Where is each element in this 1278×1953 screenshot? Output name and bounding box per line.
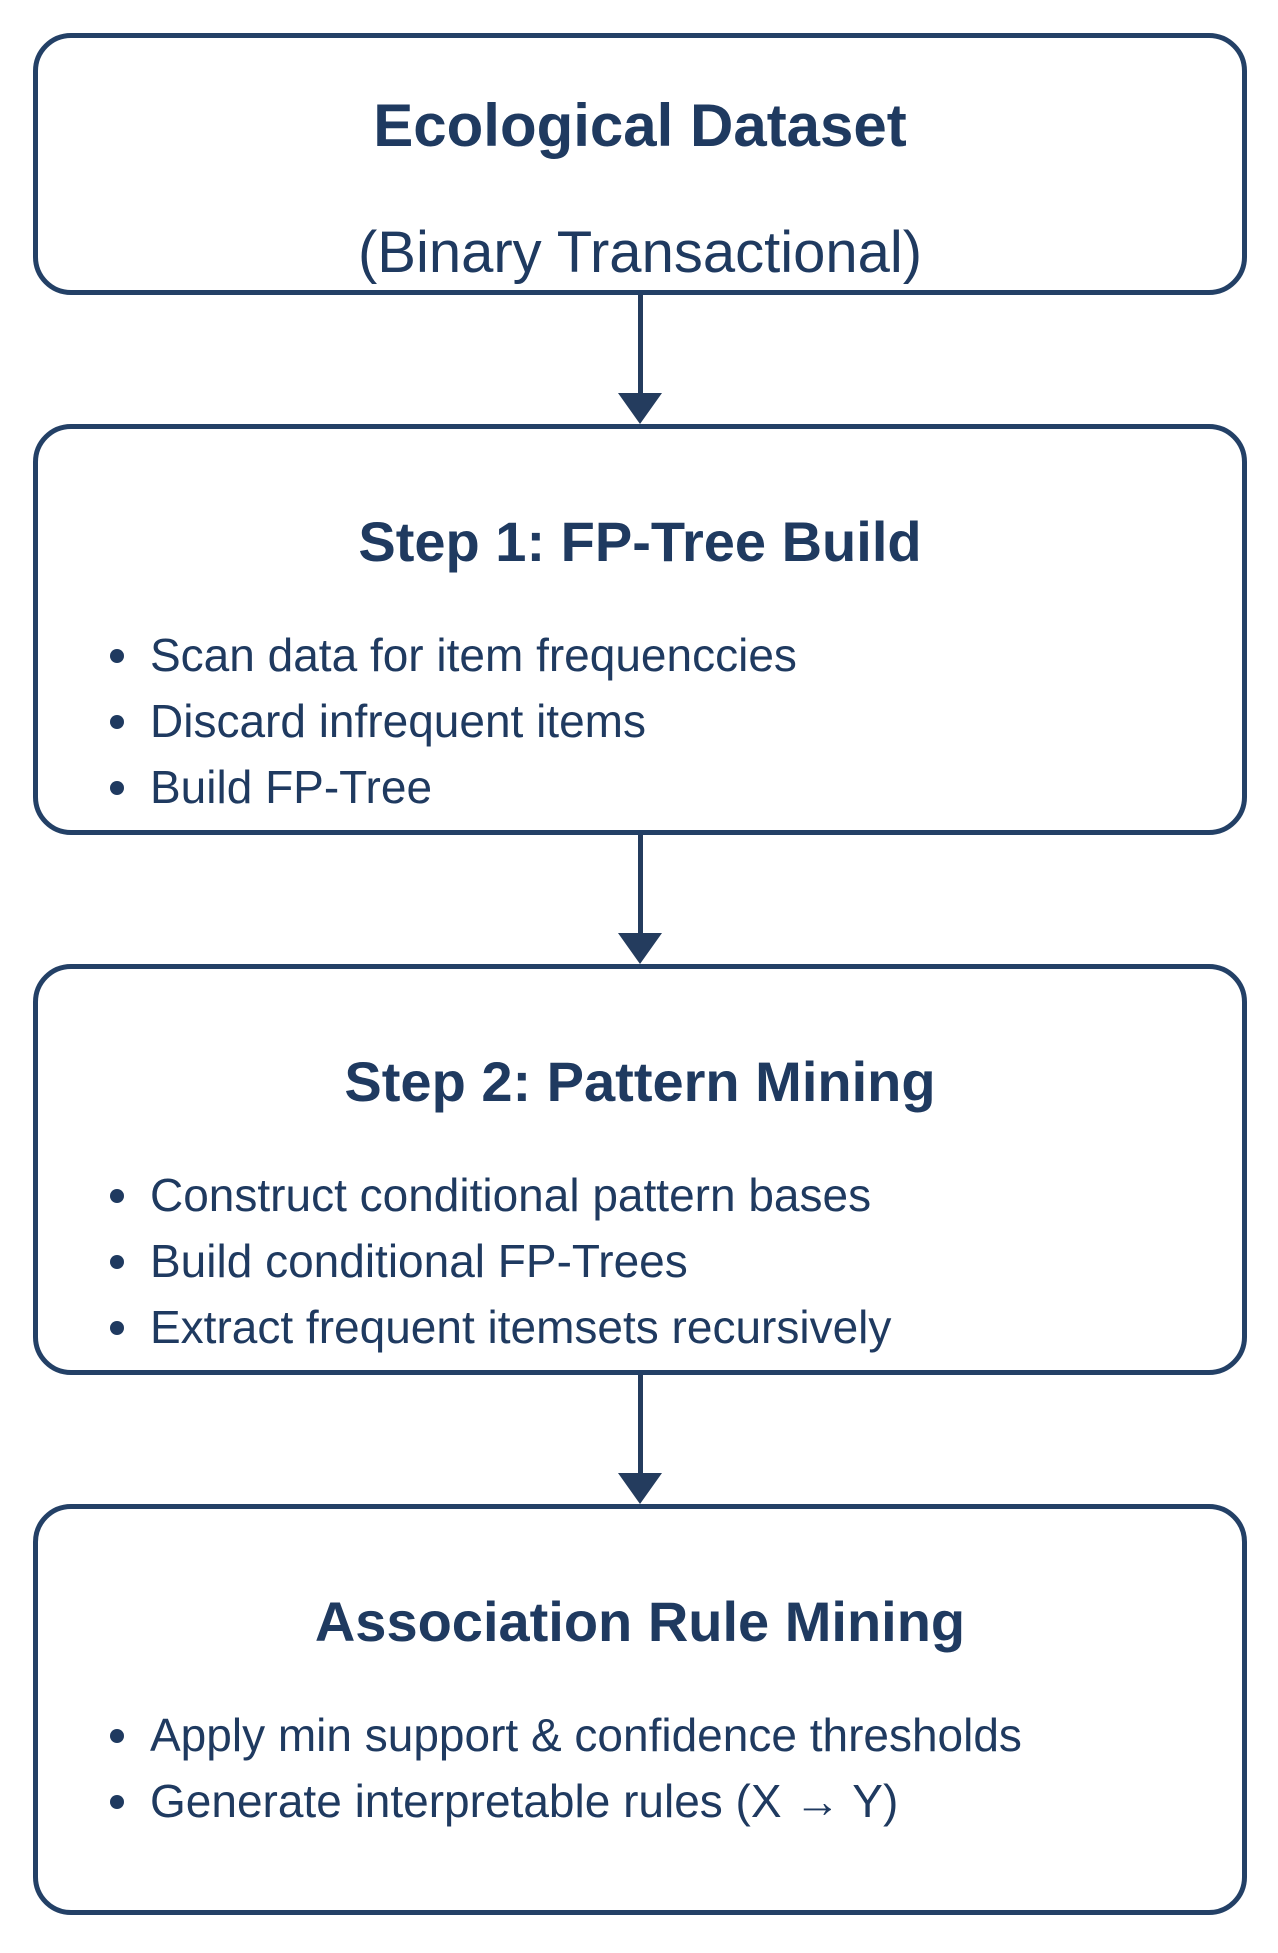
arrow-head-icon — [618, 1473, 662, 1504]
bullet-item: Discard infrequent items — [110, 688, 1062, 754]
node-title: Ecological Dataset — [373, 92, 907, 160]
bullet-item: Apply min support & confidence threshold… — [110, 1702, 1062, 1768]
bullet-text: Construct conditional pattern bases — [150, 1169, 872, 1222]
flow-arrow — [33, 1375, 1247, 1504]
arrow-head-icon — [618, 393, 662, 424]
flow-arrow — [33, 295, 1247, 424]
bullet-text: Build conditional FP-Trees — [150, 1235, 688, 1288]
arrow-stem — [637, 295, 643, 393]
bullet-text: Scan data for item frequenccies — [150, 629, 797, 682]
bullet-item: Scan data for item frequenccies — [110, 622, 1062, 688]
node-ecological-dataset: Ecological Dataset (Binary Transactional… — [33, 33, 1247, 295]
bullet-text: Discard infrequent items — [150, 695, 646, 748]
arrow-stem — [637, 1375, 643, 1473]
bullet-item: Build conditional FP-Trees — [110, 1228, 1062, 1294]
bullet-text: Extract frequent itemsets recursively — [150, 1301, 892, 1354]
bullet-dot-icon — [110, 715, 124, 730]
bullet-dot-icon — [110, 1729, 124, 1744]
bullet-text: Generate interpretable rules (X → Y) — [150, 1775, 899, 1828]
node-subtitle: (Binary Transactional) — [357, 219, 923, 285]
bullet-item: Extract frequent itemsets recursively — [110, 1294, 1062, 1360]
node-association-rule-mining: Association Rule Mining Apply min suppor… — [33, 1504, 1247, 1915]
node-step1-fp-tree-build: Step 1: FP-Tree Build Scan data for item… — [33, 424, 1247, 835]
node-title: Step 2: Pattern Mining — [344, 1050, 936, 1114]
node-title: Step 1: FP-Tree Build — [358, 510, 922, 574]
bullet-dot-icon — [110, 1795, 124, 1810]
bullet-dot-icon — [110, 781, 124, 796]
arrow-head-icon — [618, 933, 662, 964]
bullet-text: Apply min support & confidence threshold… — [150, 1709, 1022, 1762]
node-title: Association Rule Mining — [314, 1590, 966, 1654]
flow-arrow — [33, 835, 1247, 964]
arrow-stem — [637, 835, 643, 933]
bullet-dot-icon — [110, 1255, 124, 1270]
bullet-item: Construct conditional pattern bases — [110, 1162, 1062, 1228]
bullet-item: Build FP-Tree — [110, 754, 1062, 820]
bullet-text: Build FP-Tree — [150, 761, 433, 814]
bullet-dot-icon — [110, 1321, 124, 1336]
bullet-dot-icon — [110, 649, 124, 664]
node-step2-pattern-mining: Step 2: Pattern Mining Construct conditi… — [33, 964, 1247, 1375]
bullet-item: Generate interpretable rules (X → Y) — [110, 1768, 1062, 1834]
node-bullet-list: Apply min support & confidence threshold… — [38, 1702, 1242, 1834]
bullet-dot-icon — [110, 1189, 124, 1204]
